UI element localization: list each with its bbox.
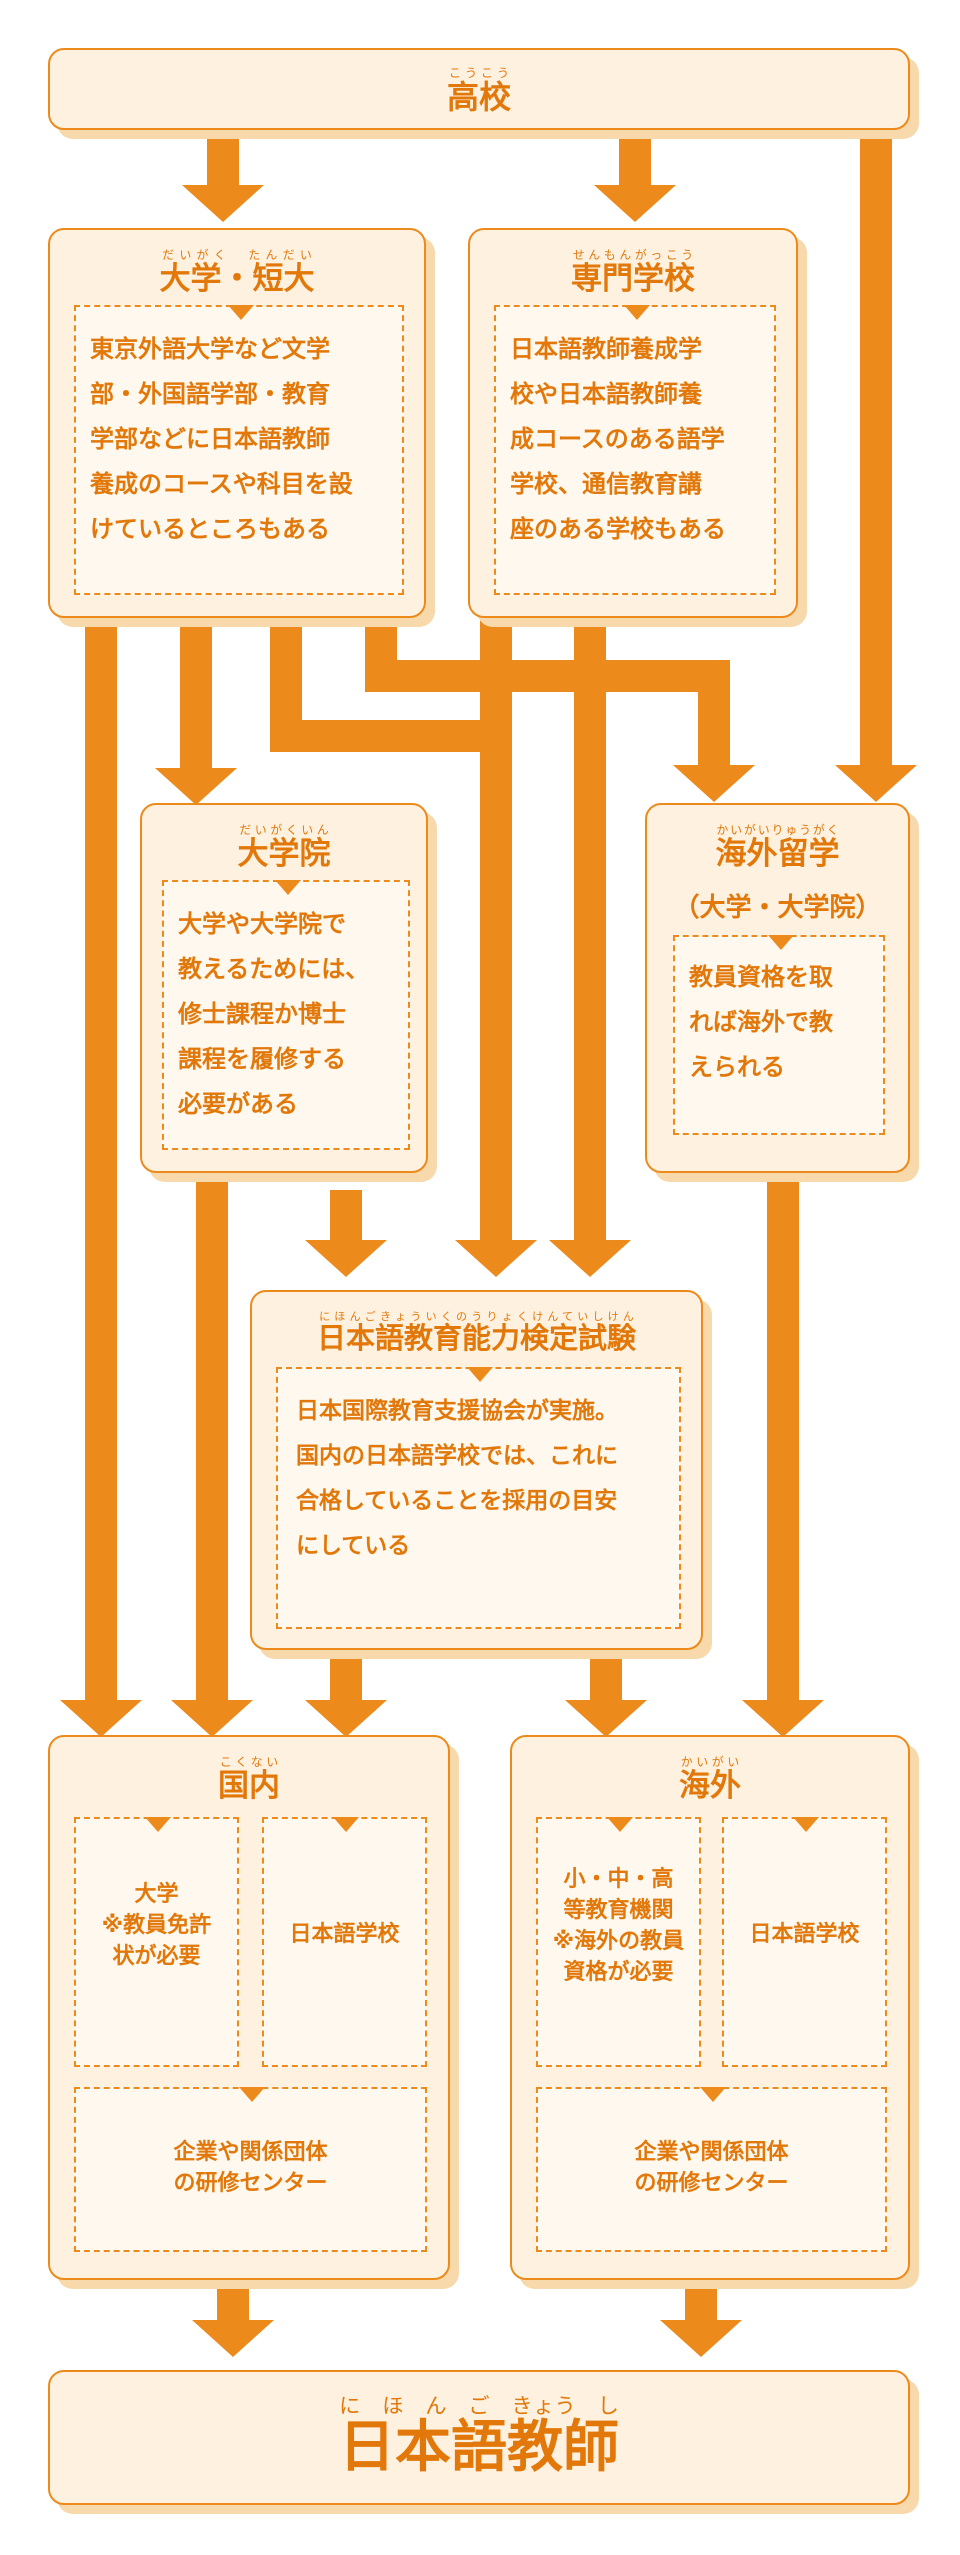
daigakuin-line: 大学や大学院で <box>178 910 346 938</box>
daigakuin-line: 修士課程か博士 <box>178 1000 346 1028</box>
arrow-daigaku-to-kentei-path <box>270 615 495 752</box>
kaigai-training-center-pointer <box>700 2087 726 2102</box>
arrow-ryugaku-to-kaigai <box>742 1170 824 1737</box>
daigaku-line: 養成のコースや科目を設 <box>90 470 353 498</box>
arrow-daigaku-to-kentei <box>455 615 537 1277</box>
daigakuin-line: 教えるためには、 <box>178 955 370 983</box>
arrow-daigaku-to-daigakuin <box>155 615 237 805</box>
kaigai-schools-line: 等教育機関 <box>563 1898 674 1923</box>
kentei-pointer <box>467 1367 493 1382</box>
kokunai-training-line: 企業や関係団体 <box>173 2140 328 2165</box>
arrow-kokunai-to-kyoushi <box>192 2278 274 2357</box>
kaigai-schools-line: 小・中・高 <box>563 1867 674 1892</box>
daigaku-description: 東京外語大学など文学 部・外国語学部・教育 学部などに日本語教師 養成のコースや… <box>74 305 404 595</box>
kaigai-box: 海外かいがい 小・中・高 等教育機関 ※海外の教員 資格が必要 日本語学校 企業… <box>510 1735 910 2280</box>
arrow-kaigai-to-kyoushi <box>660 2278 742 2357</box>
arrow-daigaku-to-kokunai <box>60 615 142 1737</box>
kokunai-university-line: 大学 <box>134 1882 179 1907</box>
kaigai-schools: 小・中・高 等教育機関 ※海外の教員 資格が必要 <box>536 1817 701 2067</box>
ryugaku-line: えられる <box>689 1053 785 1081</box>
senmon-line: 座のある学校もある <box>510 515 726 543</box>
kentei-box: 日本語教育能力検定試験にほんごきょういくのうりょくけんていしけん 日本国際教育支… <box>250 1290 703 1650</box>
kokunai-language-school-pointer <box>333 1817 359 1832</box>
kokunai-university-line: 状が必要 <box>112 1944 201 1969</box>
kokunai-box: 国内こくない 大学 ※教員免許 状が必要 日本語学校 企業や関係団体 の研修セン… <box>48 1735 450 2280</box>
kentei-line: 合格していることを採用の目安 <box>296 1488 618 1514</box>
kokunai-university-line: ※教員免許 <box>101 1913 212 1938</box>
daigaku-line: けているところもある <box>90 515 330 543</box>
kentei-title: 日本語教育能力検定試験にほんごきょういくのうりょくけんていしけん <box>316 1310 636 1355</box>
kaigai-schools-line: ※海外の教員 <box>552 1929 685 1954</box>
kaigai-title: 海外かいがい <box>679 1755 741 1804</box>
daigaku-title: 大学・短大だいがく たんだい <box>159 248 315 297</box>
koukou-title: 高校こうこう <box>446 66 511 116</box>
daigakuin-line: 必要がある <box>178 1090 298 1118</box>
daigaku-pointer <box>228 305 254 320</box>
kaigai-language-school-pointer <box>793 1817 819 1832</box>
arrow-koukou-to-daigaku <box>182 128 264 222</box>
kentei-line: にしている <box>296 1533 411 1559</box>
daigakuin-description: 大学や大学院で 教えるためには、 修士課程か博士 課程を履修する 必要がある <box>162 880 410 1150</box>
arrow-koukou-to-ryugaku <box>835 128 917 802</box>
daigaku-line: 学部などに日本語教師 <box>90 425 330 453</box>
senmon-box: 専門学校せんもんがっこう 日本語教師養成学 校や日本語教師養 成コースのある語学… <box>468 228 798 618</box>
kentei-line: 国内の日本語学校では、これに <box>296 1443 618 1469</box>
senmon-line: 校や日本語教師養 <box>510 380 702 408</box>
ryugaku-box: 海外留学かいがいりゅうがく （大学・大学院） 教員資格を取 れば海外で教 えられ… <box>645 803 910 1173</box>
kyoushi-title: 日本語教師に ほ ん ご きょう し <box>339 2394 619 2480</box>
kokunai-university: 大学 ※教員免許 状が必要 <box>74 1817 239 2067</box>
kaigai-language-school-line: 日本語学校 <box>749 1922 860 1947</box>
arrow-kentei-to-kokunai <box>305 1648 387 1737</box>
daigakuin-pointer <box>275 880 301 895</box>
kyoushi-box: 日本語教師に ほ ん ご きょう し <box>48 2370 910 2505</box>
arrow-to-ryugaku <box>673 660 755 802</box>
arrow-senmon-to-kentei <box>549 615 631 1277</box>
arrow-daigakuin-to-kentei <box>305 1190 387 1277</box>
kokunai-university-pointer <box>145 1817 171 1832</box>
senmon-title: 専門学校せんもんがっこう <box>571 248 695 297</box>
kaigai-training-line: 企業や関係団体 <box>634 2140 789 2165</box>
senmon-line: 成コースのある語学 <box>510 425 725 453</box>
senmon-description: 日本語教師養成学 校や日本語教師養 成コースのある語学 学校、通信教育講 座のあ… <box>494 305 776 595</box>
daigaku-line: 部・外国語学部・教育 <box>90 380 330 408</box>
koukou-box: 高校こうこう <box>48 48 910 130</box>
kentei-description: 日本国際教育支援協会が実施。 国内の日本語学校では、これに 合格していることを採… <box>276 1367 681 1629</box>
kokunai-language-school: 日本語学校 <box>262 1817 427 2067</box>
kokunai-title: 国内こくない <box>218 1755 280 1804</box>
kaigai-language-school: 日本語学校 <box>722 1817 887 2067</box>
kokunai-training-center-pointer <box>239 2087 265 2102</box>
senmon-pointer <box>624 305 650 320</box>
daigakuin-line: 課程を履修する <box>178 1045 346 1073</box>
senmon-line: 日本語教師養成学 <box>510 335 702 363</box>
arrow-daigaku-to-ryugaku-path <box>365 615 730 692</box>
ryugaku-line: 教員資格を取 <box>689 963 833 991</box>
ryugaku-description: 教員資格を取 れば海外で教 えられる <box>673 935 885 1135</box>
kokunai-training-line: の研修センター <box>173 2171 328 2196</box>
senmon-line: 学校、通信教育講 <box>510 470 702 498</box>
arrow-kentei-to-kaigai <box>565 1648 647 1737</box>
kaigai-schools-pointer <box>607 1817 633 1832</box>
kaigai-training-line: の研修センター <box>634 2171 789 2196</box>
ryugaku-line: れば海外で教 <box>689 1008 833 1036</box>
kokunai-training-center: 企業や関係団体 の研修センター <box>74 2087 427 2252</box>
kentei-line: 日本国際教育支援協会が実施。 <box>296 1398 618 1424</box>
ryugaku-pointer <box>768 935 794 950</box>
daigaku-box: 大学・短大だいがく たんだい 東京外語大学など文学 部・外国語学部・教育 学部な… <box>48 228 426 618</box>
arrow-daigakuin-to-kokunai <box>171 1170 253 1737</box>
daigaku-line: 東京外語大学など文学 <box>90 335 330 363</box>
ryugaku-title: 海外留学かいがいりゅうがく <box>715 823 840 872</box>
kaigai-schools-line: 資格が必要 <box>563 1960 674 1985</box>
daigakuin-title: 大学院だいがくいん <box>237 823 331 872</box>
ryugaku-subtitle: （大学・大学院） <box>673 893 882 923</box>
arrow-koukou-to-senmon <box>594 128 676 222</box>
daigakuin-box: 大学院だいがくいん 大学や大学院で 教えるためには、 修士課程か博士 課程を履修… <box>140 803 428 1173</box>
kokunai-language-school-line: 日本語学校 <box>289 1922 400 1947</box>
kaigai-training-center: 企業や関係団体 の研修センター <box>536 2087 887 2252</box>
